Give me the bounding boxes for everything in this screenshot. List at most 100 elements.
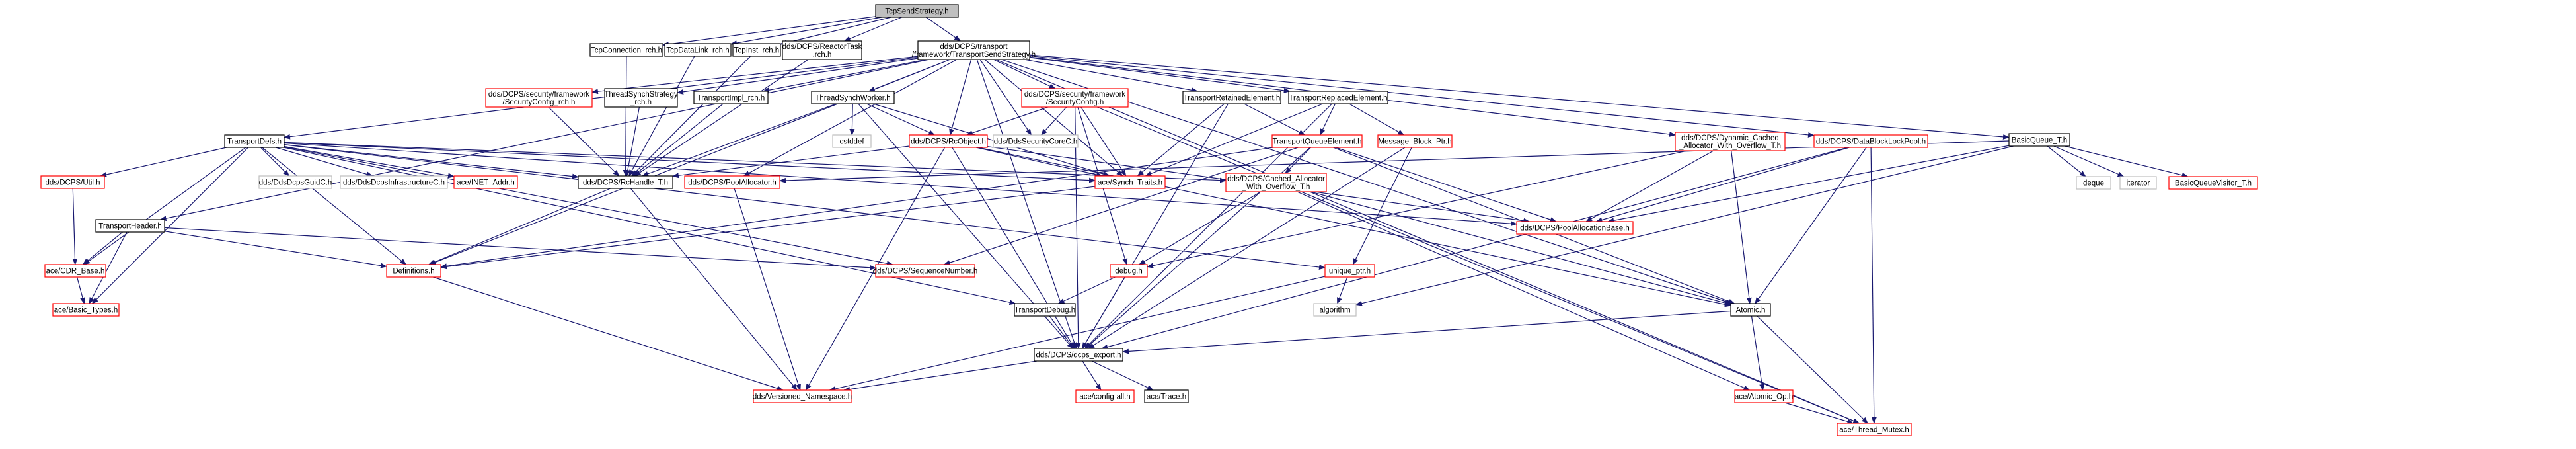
node-transportqueue[interactable]: TransportQueueElement.h bbox=[1271, 134, 1363, 148]
node-tcpinst[interactable]: TcpInst_rch.h bbox=[732, 43, 781, 57]
node-label: TcpDataLink_rch.h bbox=[666, 47, 729, 55]
node-messageblock[interactable]: Message_Block_Ptr.h bbox=[1377, 134, 1453, 148]
node-ddsutil[interactable]: dds/DCPS/Util.h bbox=[40, 175, 105, 189]
edge-secconfig-to-ddssecuritycore bbox=[1040, 106, 1067, 136]
node-datablocklock[interactable]: dds/DCPS/DataBlockLockPool.h bbox=[1813, 134, 1928, 148]
edge-transportsend-to-threadsynchstrategy bbox=[677, 58, 919, 95]
node-label: ace/INET_Addr.h bbox=[457, 179, 515, 187]
node-versioned[interactable]: dds/Versioned_Namespace.h bbox=[753, 389, 852, 403]
node-poolallocator[interactable]: dds/DCPS/PoolAllocator.h bbox=[684, 175, 780, 189]
node-debug[interactable]: debug.h bbox=[1110, 264, 1148, 278]
node-transportdebug[interactable]: TransportDebug.h bbox=[1014, 303, 1076, 317]
edge-uniqueptr-to-algorithm bbox=[1337, 276, 1348, 304]
edge-transportdefs-to-cdrbase bbox=[83, 147, 246, 265]
edge-basicqueue-to-basicqueuevisitor bbox=[2065, 145, 2189, 178]
node-label: algorithm bbox=[1319, 307, 1350, 315]
node-box bbox=[2168, 176, 2258, 190]
node-dyncached[interactable]: dds/DCPS/Dynamic_Cached_Allocator_With_O… bbox=[1675, 132, 1786, 151]
edge-uniqueptr-to-versioned bbox=[829, 276, 1326, 391]
node-transportdefs[interactable]: TransportDefs.h bbox=[224, 134, 285, 148]
edge-transportsend-to-transportretained bbox=[1024, 59, 1199, 93]
node-transportheader[interactable]: TransportHeader.h bbox=[95, 219, 165, 233]
node-transportimpl[interactable]: TransportImpl_rch.h bbox=[693, 91, 769, 104]
node-reactortask[interactable]: dds/DCPS/ReactorTask.rch.h bbox=[782, 40, 862, 60]
edge-transportsend-to-basicqueue bbox=[1029, 54, 2010, 140]
node-box bbox=[875, 4, 959, 18]
node-configall[interactable]: ace/config-all.h bbox=[1075, 389, 1135, 403]
node-transportsend[interactable]: dds/DCPS/transport/framework/TransportSe… bbox=[912, 40, 1036, 60]
node-box bbox=[1288, 91, 1388, 104]
node-transportretained[interactable]: TransportRetainedElement.h bbox=[1182, 91, 1281, 104]
node-box bbox=[1094, 175, 1166, 189]
node-label: TransportQueueElement.h bbox=[1272, 138, 1361, 146]
edge-transportsend-to-transportreplaced bbox=[1029, 57, 1291, 93]
node-box bbox=[1014, 303, 1076, 317]
node-box bbox=[1034, 348, 1123, 362]
edge-root-to-transportsend bbox=[925, 17, 962, 42]
node-label: dds/DCPS/security/framework bbox=[1024, 91, 1126, 99]
edge-datablocklock-to-threadmutex bbox=[1870, 147, 1877, 424]
node-poolallocbase[interactable]: dds/DCPS/PoolAllocationBase.h bbox=[1516, 221, 1634, 235]
edge-cachedalloc-to-atomicop bbox=[1297, 191, 1751, 391]
node-iterator[interactable]: iterator bbox=[2119, 176, 2157, 190]
node-secconfig[interactable]: dds/DCPS/security/framework/SecurityConf… bbox=[1021, 88, 1129, 108]
node-cachedalloc[interactable]: dds/DCPS/Cached_Allocator_With_Overflow_… bbox=[1225, 173, 1327, 192]
edge-rcobject-to-rchandle bbox=[672, 145, 910, 179]
node-basicqueuevisitor[interactable]: BasicQueueVisitor_T.h bbox=[2168, 176, 2258, 190]
edge-transportdefs-to-uniqueptr bbox=[284, 144, 1326, 270]
edge-atomicop-to-threadmutex bbox=[1784, 402, 1854, 425]
node-atomic[interactable]: Atomic.h bbox=[1730, 303, 1771, 317]
node-threadsynchstrategy[interactable]: ThreadSynchStrategy_rch.h bbox=[604, 88, 678, 108]
node-basictypes[interactable]: ace/Basic_Types.h bbox=[52, 303, 120, 317]
edge-dyncached-to-poolallocbase bbox=[1585, 150, 1714, 222]
edge-messageblock-to-dcpsexport bbox=[1088, 147, 1406, 349]
node-uniqueptr[interactable]: unique_ptr.h bbox=[1324, 264, 1375, 278]
node-label: dds/DCPS/transport bbox=[940, 43, 1008, 51]
node-box bbox=[386, 264, 441, 278]
node-synchtraits[interactable]: ace/Synch_Traits.h bbox=[1094, 175, 1166, 189]
node-label: TransportImpl_rch.h bbox=[697, 95, 765, 102]
node-box bbox=[664, 43, 732, 57]
edge-dcpsexport-to-configall bbox=[1082, 360, 1102, 391]
node-rchandle[interactable]: dds/DCPS/RcHandle_T.h bbox=[578, 175, 673, 189]
edge-transportdefs-to-basictypes bbox=[91, 147, 248, 304]
node-secfw_rch[interactable]: dds/DCPS/security/framework/SecurityConf… bbox=[485, 88, 593, 108]
node-algorithm[interactable]: algorithm bbox=[1313, 303, 1357, 317]
node-box bbox=[693, 91, 769, 104]
node-cstddef[interactable]: cstddef bbox=[832, 134, 872, 148]
node-label: dds/DCPS/RcObject.h bbox=[911, 138, 986, 146]
node-threadsynchworker[interactable]: ThreadSynchWorker.h bbox=[811, 91, 895, 104]
node-threadmutex[interactable]: ace/Thread_Mutex.h bbox=[1837, 423, 1912, 436]
node-inetaddr[interactable]: ace/INET_Addr.h bbox=[453, 175, 518, 189]
node-infrac[interactable]: dds/DdsDcpsInfrastructureC.h bbox=[340, 175, 448, 189]
node-deque[interactable]: deque bbox=[2076, 176, 2111, 190]
node-atomicop[interactable]: ace/Atomic_Op.h bbox=[1734, 389, 1794, 403]
node-rcobject[interactable]: dds/DCPS/RcObject.h bbox=[909, 134, 988, 148]
node-box bbox=[782, 40, 862, 60]
node-root[interactable]: TcpSendStrategy.h bbox=[875, 4, 959, 18]
node-label: TcpInst_rch.h bbox=[734, 47, 779, 55]
edge-cdrbase-to-basictypes bbox=[76, 276, 85, 304]
node-ddssecuritycore[interactable]: dds/DdsSecurityCoreC.h bbox=[993, 134, 1079, 148]
edge-dyncached-to-debug bbox=[1147, 150, 1687, 268]
edge-atomic-to-dcpsexport bbox=[1122, 310, 1731, 354]
node-box bbox=[1324, 264, 1375, 278]
node-cdrbase[interactable]: ace/CDR_Base.h bbox=[44, 264, 106, 278]
edge-transportheader-to-definitions bbox=[164, 231, 387, 268]
node-transportreplaced[interactable]: TransportReplacedElement.h bbox=[1288, 91, 1388, 104]
node-acetrace[interactable]: ace/Trace.h bbox=[1144, 389, 1189, 403]
node-label: TransportDebug.h bbox=[1014, 307, 1075, 315]
node-tcpdatalink[interactable]: TcpDataLink_rch.h bbox=[664, 43, 732, 57]
edge-transportsend-to-rcobject bbox=[949, 59, 972, 136]
node-basicqueue[interactable]: BasicQueue_T.h bbox=[2008, 133, 2070, 147]
node-box bbox=[40, 175, 105, 189]
node-box bbox=[1313, 303, 1357, 317]
node-definitions[interactable]: Definitions.h bbox=[386, 264, 441, 278]
node-dcpsexport[interactable]: dds/DCPS/dcps_export.h bbox=[1034, 348, 1123, 362]
node-seqnum[interactable]: dds/DCPS/SequenceNumber.h bbox=[873, 264, 978, 278]
node-tcpconn[interactable]: TcpConnection_rch.h bbox=[589, 43, 663, 57]
edge-rcobject-to-dcpsexport bbox=[952, 147, 1075, 349]
node-box bbox=[604, 88, 678, 108]
node-guidc[interactable]: dds/DdsDcpsGuidC.h bbox=[258, 175, 332, 189]
